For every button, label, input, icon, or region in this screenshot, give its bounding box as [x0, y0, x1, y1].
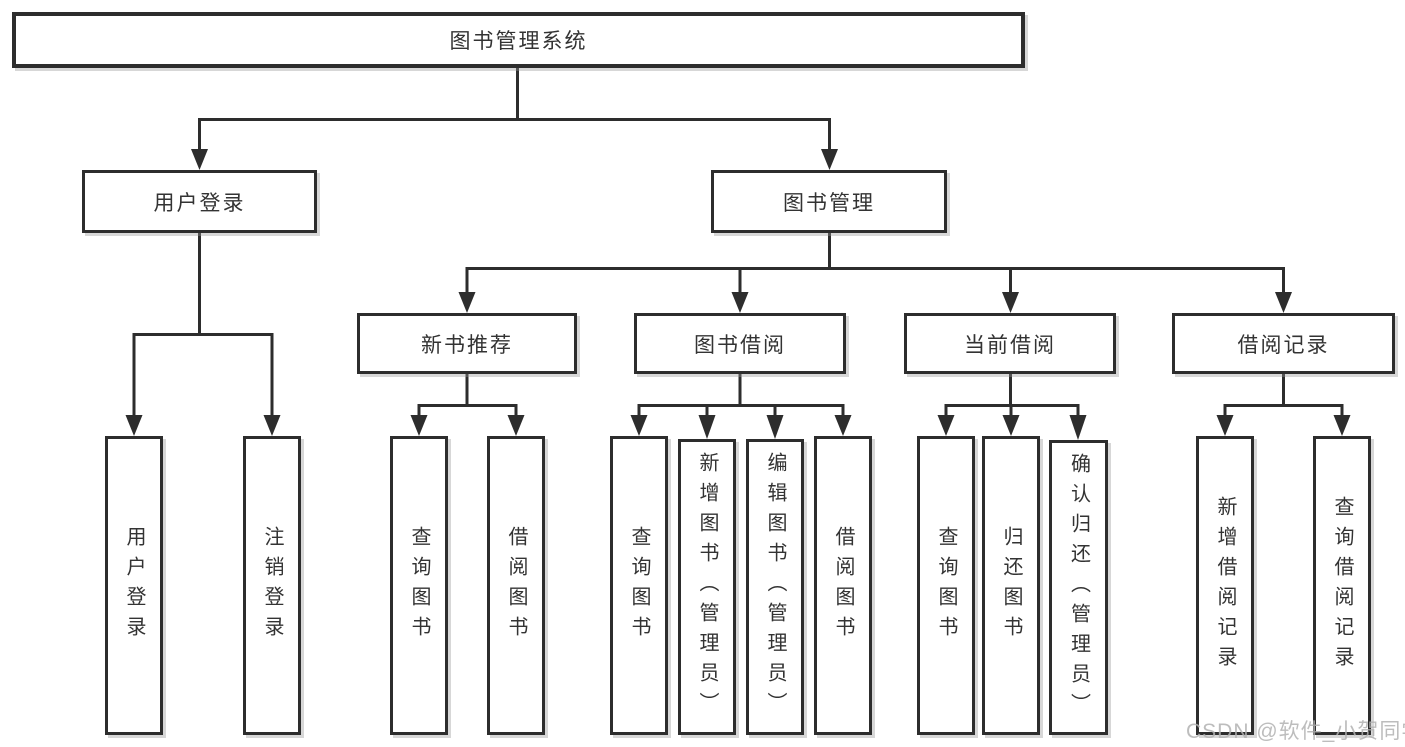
arrowhead-down — [698, 415, 716, 439]
leaf-query-books-current: 查询图书 — [917, 436, 975, 735]
leaf-confirm-return-admin: 确认归还（管理员） — [1049, 440, 1108, 735]
leaf-return-book: 归还图书 — [982, 436, 1040, 735]
node-current-borrow: 当前借阅 — [904, 313, 1116, 374]
leaf-borrow-books-recommend-label: 借阅图书 — [505, 525, 527, 646]
node-root: 图书管理系统 — [12, 12, 1025, 68]
leaf-query-books-recommend: 查询图书 — [390, 436, 448, 735]
arrowhead-down — [1002, 292, 1019, 313]
arrowhead-down — [937, 415, 955, 436]
edge-root-split — [191, 68, 838, 170]
node-book-borrow-label: 图书借阅 — [694, 333, 786, 357]
leaf-add-borrow-record: 新增借阅记录 — [1196, 436, 1254, 735]
csdn-watermark: CSDN @软件_小贺同学 — [1186, 720, 1405, 743]
node-borrow-records: 借阅记录 — [1172, 313, 1395, 374]
leaf-logout: 注销登录 — [243, 436, 301, 735]
leaf-add-book-admin-label: 新增图书（管理员） — [696, 452, 718, 722]
leaf-query-books-current-label: 查询图书 — [935, 525, 957, 646]
arrowhead-down — [410, 415, 428, 436]
arrowhead-down — [1002, 415, 1020, 436]
node-root-label: 图书管理系统 — [449, 30, 588, 53]
arrowhead-down — [766, 415, 784, 439]
node-current-borrow-label: 当前借阅 — [964, 333, 1056, 357]
leaf-edit-book-admin-label: 编辑图书（管理员） — [764, 452, 786, 722]
edge-book-borrow-split — [630, 374, 852, 439]
arrowhead-down — [821, 149, 838, 170]
node-book-management-label: 图书管理 — [783, 191, 875, 215]
arrowhead-down — [191, 149, 208, 170]
arrowhead-down — [1333, 415, 1351, 436]
arrowhead-down — [630, 415, 648, 436]
node-book-borrow: 图书借阅 — [634, 313, 846, 374]
edge-book-management-split — [458, 233, 1292, 313]
edge-user-login-split — [125, 233, 281, 436]
node-new-book-recommend: 新书推荐 — [357, 313, 577, 374]
leaf-edit-book-admin: 编辑图书（管理员） — [746, 439, 804, 735]
node-user-login-label: 用户登录 — [153, 191, 246, 215]
leaf-user-login-label: 用户登录 — [123, 525, 145, 646]
edge-borrow-records-split — [1216, 374, 1351, 436]
leaf-add-book-admin: 新增图书（管理员） — [678, 439, 736, 735]
node-user-login: 用户登录 — [82, 170, 317, 233]
leaf-query-borrow-record-label: 查询借阅记录 — [1331, 495, 1353, 676]
leaf-borrow-books-recommend: 借阅图书 — [487, 436, 545, 735]
edge-new-book-recommend-split — [410, 374, 525, 436]
arrowhead-down — [1069, 415, 1087, 440]
arrowhead-down — [1216, 415, 1234, 436]
edge-current-borrow-split — [937, 374, 1087, 440]
arrowhead-down — [834, 415, 852, 436]
node-new-book-recommend-label: 新书推荐 — [421, 333, 513, 357]
arrowhead-down — [507, 415, 525, 436]
leaf-query-borrow-record: 查询借阅记录 — [1313, 436, 1371, 735]
leaf-query-books-borrow-label: 查询图书 — [628, 525, 650, 646]
arrowhead-down — [458, 292, 476, 313]
arrowhead-down — [125, 415, 143, 436]
leaf-borrow-books-label: 借阅图书 — [832, 525, 854, 646]
arrowhead-down — [731, 292, 749, 313]
node-borrow-records-label: 借阅记录 — [1237, 333, 1330, 357]
leaf-query-books-borrow: 查询图书 — [610, 436, 668, 735]
leaf-add-borrow-record-label: 新增借阅记录 — [1214, 495, 1236, 676]
node-book-management: 图书管理 — [711, 170, 947, 233]
leaf-query-books-recommend-label: 查询图书 — [408, 525, 430, 646]
arrowhead-down — [263, 415, 281, 436]
leaf-logout-label: 注销登录 — [261, 525, 283, 646]
leaf-confirm-return-admin-label: 确认归还（管理员） — [1067, 452, 1090, 723]
leaf-return-book-label: 归还图书 — [1000, 525, 1022, 646]
leaf-borrow-books: 借阅图书 — [814, 436, 872, 735]
leaf-user-login: 用户登录 — [105, 436, 163, 735]
arrowhead-down — [1275, 292, 1292, 313]
